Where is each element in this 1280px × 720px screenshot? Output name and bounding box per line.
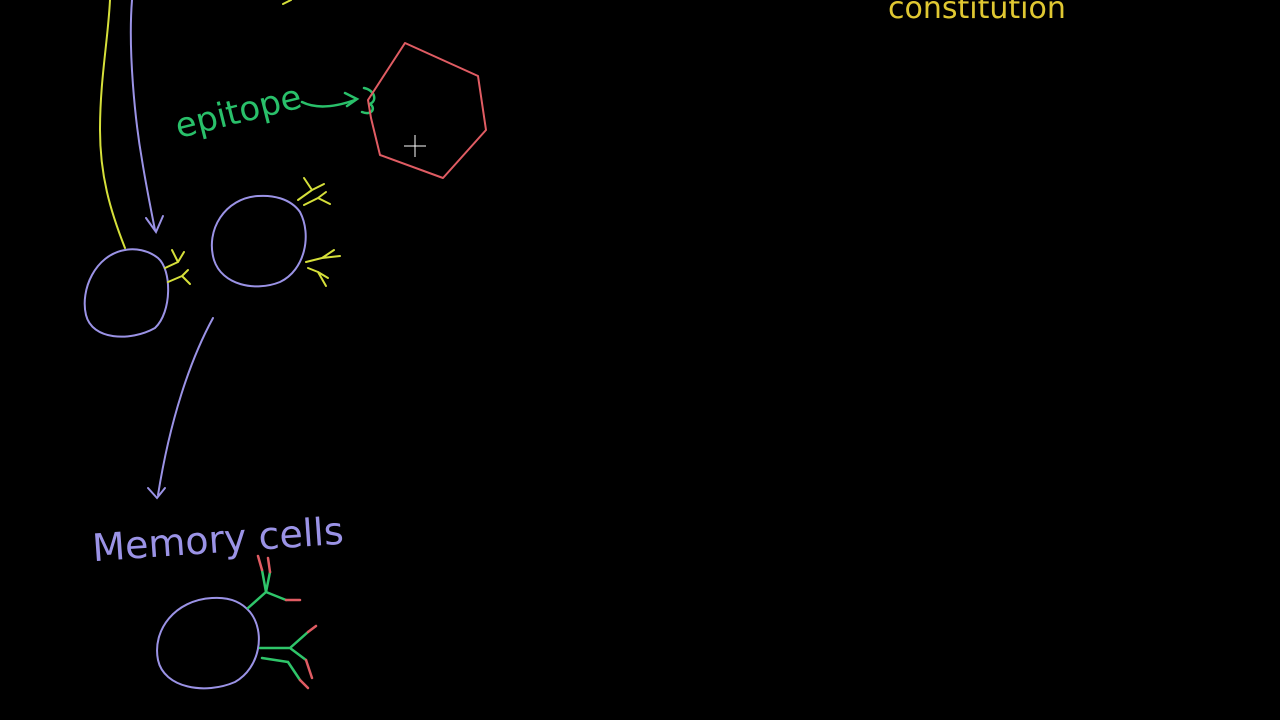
- epitope-label: epitope: [171, 77, 305, 147]
- purple-arrowhead-top: [145, 215, 164, 235]
- purple-arrowhead-memory: [147, 487, 166, 500]
- top-right-text-fragment: constitution: [888, 0, 1066, 26]
- yellow-fragment: [282, 0, 292, 5]
- antigen-shape: [367, 42, 487, 179]
- memory-cell-antibodies: [246, 554, 318, 690]
- left-cell-antibodies: [164, 249, 191, 285]
- epitope-mark: [360, 86, 376, 115]
- purple-arrow-line: [129, 0, 156, 231]
- yellow-arrow-line: [98, 0, 126, 249]
- memory-cells-label: Memory cells: [91, 509, 345, 570]
- memory-cell: [156, 596, 260, 690]
- left-b-cell: [83, 248, 170, 338]
- epitope-arrow: [300, 98, 357, 108]
- middle-cell-antibodies: [297, 177, 341, 287]
- purple-arrow-to-memory: [157, 317, 214, 496]
- crosshair-cursor-icon: [404, 135, 426, 157]
- epitope-arrowhead: [343, 91, 360, 108]
- middle-b-cell: [210, 194, 307, 288]
